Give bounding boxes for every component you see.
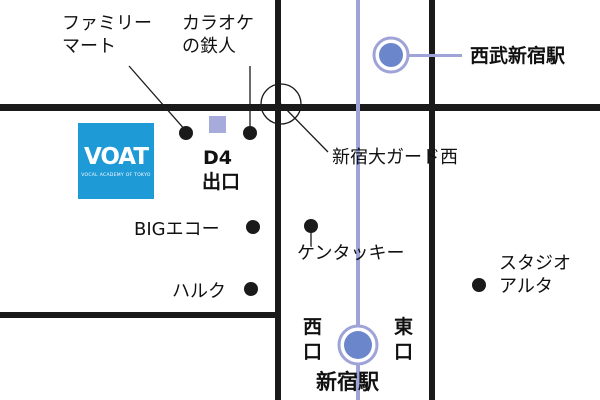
label-karaoke: カラオケ の鉄人 <box>182 13 254 58</box>
road-horizontal-top <box>0 104 600 111</box>
guard-leader <box>280 103 329 153</box>
kentucky-dot <box>304 219 318 233</box>
voat-logo-text: VOAT <box>83 144 149 170</box>
voat-logo-subtitle: VOCAL ACADEMY OF TOKYO <box>81 173 151 178</box>
label-family-mart: ファミリー マート <box>62 13 152 58</box>
label-kentucky: ケンタッキー <box>297 243 405 264</box>
label-hulk: ハルク <box>172 281 226 302</box>
voat-logo: VOAT VOCAL ACADEMY OF TOKYO <box>78 123 154 199</box>
label-east-exit: 東 口 <box>394 316 414 363</box>
label-west-exit: 西 口 <box>303 316 323 363</box>
label-studio-alta: スタジオ アルタ <box>499 253 571 298</box>
guard-circle <box>260 83 302 125</box>
road-vertical-left <box>275 0 281 400</box>
label-seibu-shinjuku: 西武新宿駅 <box>470 45 566 67</box>
label-shinjuku-guard: 新宿大ガード西 <box>332 147 458 168</box>
hulk-dot <box>244 282 258 296</box>
family-mart-dot <box>179 126 193 140</box>
shinjuku-station-dot <box>344 331 372 359</box>
seibu-connector-line <box>392 54 462 57</box>
label-bic: BIGエコー <box>134 219 220 240</box>
karaoke-dot <box>243 126 257 140</box>
family-mart-leader <box>128 65 187 132</box>
station-block-gap-right <box>435 311 600 319</box>
station-block-gap-left <box>281 311 429 319</box>
exit-d4-code: D4 <box>203 147 232 169</box>
railway-line <box>356 0 360 400</box>
seibu-station-dot <box>379 43 403 67</box>
studio-alta-dot <box>472 278 486 292</box>
exit-d4-word: 出口 <box>202 171 241 193</box>
road-vertical-right <box>429 0 435 400</box>
exit-d4-marker <box>209 116 226 133</box>
bic-dot <box>246 220 260 234</box>
label-shinjuku: 新宿駅 <box>316 370 379 394</box>
